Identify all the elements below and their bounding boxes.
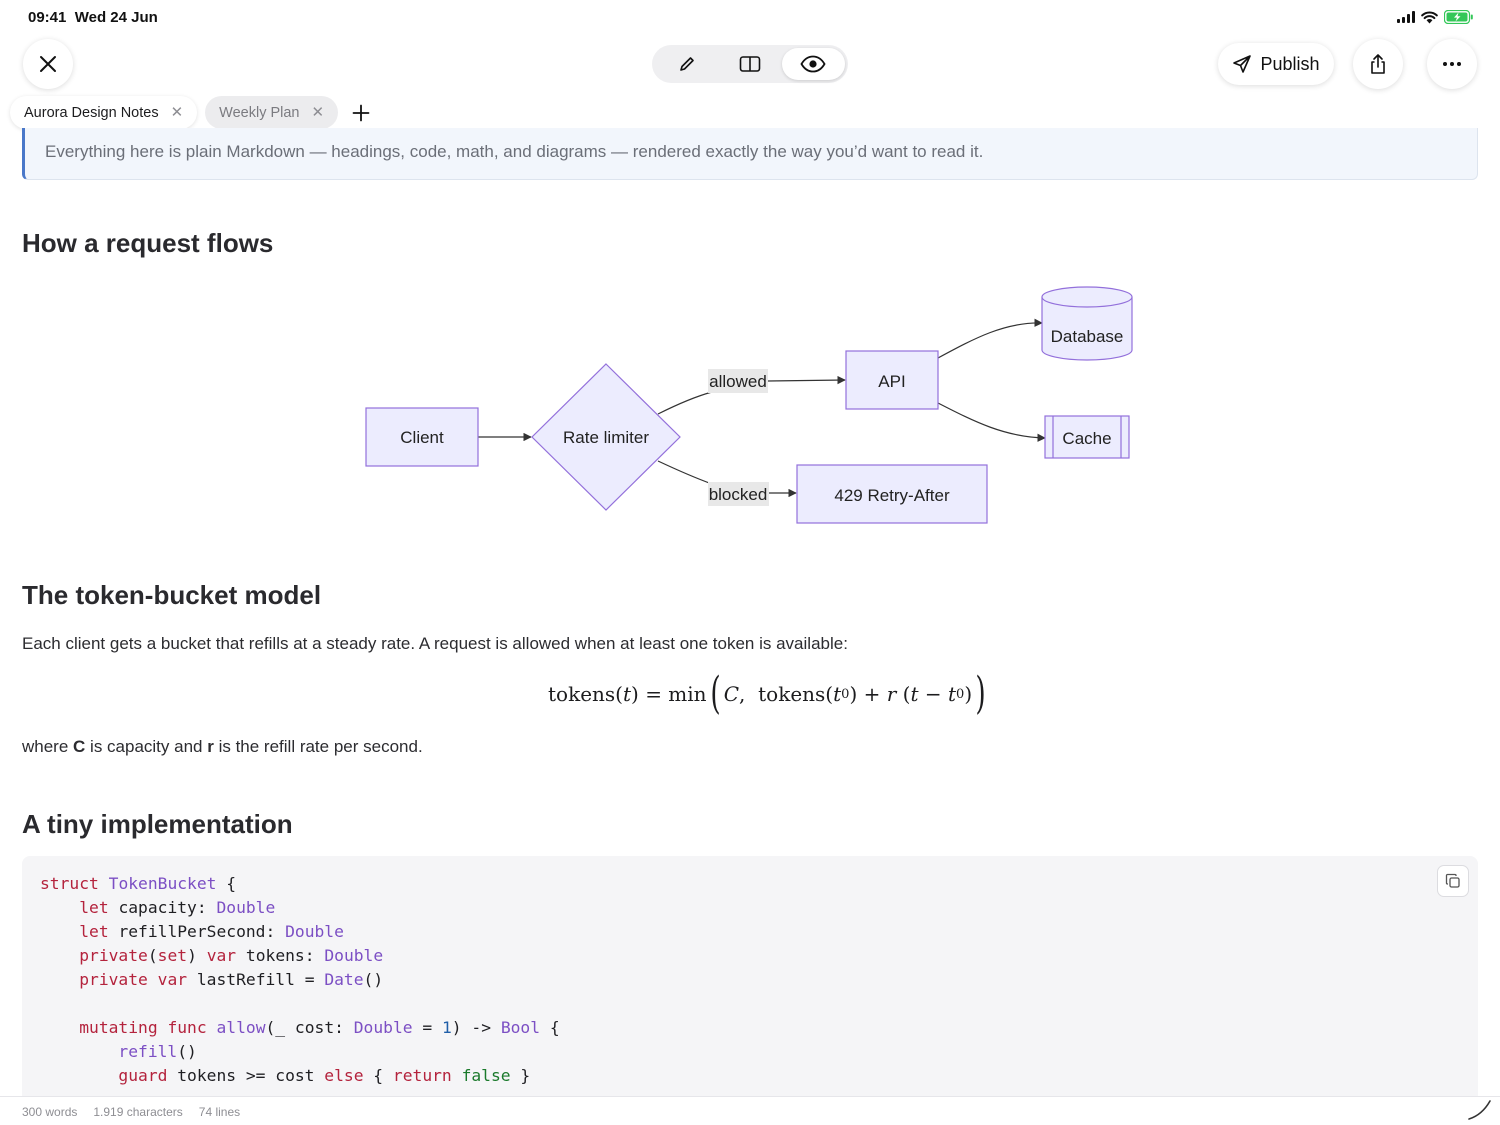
where-prefix: where (22, 737, 74, 756)
share-icon (1371, 54, 1385, 74)
section-heading-request-flow: How a request flows (22, 228, 274, 258)
code-line: mutating func allow(_ cost: Double = 1) … (79, 1018, 560, 1037)
code-line: let capacity: Double (79, 898, 276, 917)
node-client-label: Client (400, 428, 444, 447)
eye-icon (800, 55, 826, 73)
status-date: Wed 24 Jun (74, 9, 158, 26)
code-content[interactable]: struct TokenBucket { let capacity: Doubl… (40, 872, 560, 1088)
edge-ratelimiter-api (657, 380, 845, 415)
where-mid: is capacity and (85, 737, 208, 756)
split-mode-button[interactable] (718, 48, 781, 80)
section-heading-implementation: A tiny implementation (22, 809, 293, 839)
code-block: struct TokenBucket { let capacity: Doubl… (22, 856, 1478, 1106)
code-line: private var lastRefill = Date() (79, 970, 384, 989)
node-retry (796, 464, 988, 524)
more-button[interactable] (1427, 39, 1477, 89)
status-clock: 09:41 (28, 9, 67, 26)
preview-mode-button[interactable] (781, 48, 845, 80)
node-client (365, 407, 479, 467)
tab-bar: Aurora Design Notes ✕ Weekly Plan ✕ (10, 96, 376, 129)
copy-icon (1445, 873, 1460, 888)
var-c: C (73, 737, 86, 756)
code-line: refill() (118, 1042, 197, 1061)
edge-api-database (937, 318, 1043, 359)
share-button[interactable] (1353, 39, 1403, 89)
tab-weekly-plan[interactable]: Weekly Plan ✕ (205, 96, 339, 129)
code-line: let refillPerSecond: Double (79, 922, 344, 941)
tab-aurora-design-notes[interactable]: Aurora Design Notes ✕ (10, 96, 198, 129)
line-count: 74 lines (198, 1105, 241, 1119)
edge-label-blocked: blocked (709, 485, 768, 504)
plus-icon (352, 104, 370, 121)
edge-label-bg-allowed (708, 369, 768, 393)
publish-button[interactable]: Publish (1218, 43, 1334, 85)
resize-handle-icon[interactable] (1466, 1097, 1494, 1123)
edit-mode-button[interactable] (655, 48, 718, 80)
code-line: private(set) var tokens: Double (79, 946, 384, 965)
token-bucket-description: Each client gets a bucket that refills a… (22, 634, 848, 653)
tab-close-icon[interactable]: ✕ (311, 104, 325, 121)
close-button[interactable] (23, 39, 73, 89)
where-suffix: is the refill rate per second. (213, 737, 423, 756)
status-time: 09:41 Wed 24 Jun (28, 9, 158, 26)
callout-text: Everything here is plain Markdown — head… (45, 142, 984, 161)
battery-charging-icon (1444, 10, 1473, 24)
tab-close-icon[interactable]: ✕ (170, 104, 184, 121)
node-rate-limiter (531, 363, 681, 511)
paper-plane-icon (1233, 55, 1252, 73)
document-footer: 300 words 1.919 characters 74 lines (0, 1096, 1500, 1125)
edge-api-cache (937, 402, 1046, 443)
publish-label: Publish (1260, 53, 1320, 74)
new-tab-button[interactable] (346, 98, 376, 128)
section-heading-token-bucket: The token-bucket model (22, 580, 322, 610)
character-count: 1.919 characters (93, 1105, 183, 1119)
node-api-label: API (878, 372, 905, 391)
node-cache-label: Cache (1062, 429, 1111, 448)
pencil-icon (679, 57, 694, 71)
node-database-label: Database (1051, 327, 1124, 346)
node-database (1041, 286, 1133, 361)
node-retry-label: 429 Retry-After (834, 486, 950, 505)
status-icons (1397, 10, 1474, 24)
copy-code-button[interactable] (1437, 865, 1469, 897)
code-line (40, 992, 560, 1016)
node-cache (1044, 415, 1130, 459)
code-line: struct TokenBucket { (40, 874, 237, 893)
more-icon (1443, 62, 1461, 66)
tab-label: Aurora Design Notes (24, 104, 159, 121)
view-mode-switcher (652, 45, 848, 83)
formula-explanation: where C is capacity and r is the refill … (22, 737, 423, 757)
intro-callout: Everything here is plain Markdown — head… (22, 128, 1478, 180)
close-icon (40, 56, 56, 72)
document-stats: 300 words 1.919 characters 74 lines (22, 1105, 240, 1119)
status-bar: 09:41 Wed 24 Jun (0, 0, 1500, 34)
wifi-icon (1421, 10, 1438, 23)
flow-diagram: allowed blocked Client Rate limiter API … (365, 286, 1133, 524)
var-r: r (207, 737, 214, 756)
node-api (845, 350, 939, 410)
signal-icon (1397, 11, 1415, 23)
edge-label-allowed: allowed (709, 372, 767, 391)
node-rate-limiter-label: Rate limiter (563, 428, 649, 447)
split-view-icon (739, 56, 761, 72)
word-count: 300 words (22, 1105, 78, 1119)
tab-label: Weekly Plan (219, 104, 300, 121)
edge-label-bg-blocked (708, 482, 769, 506)
code-line: guard tokens >= cost else { return false… (118, 1066, 531, 1085)
